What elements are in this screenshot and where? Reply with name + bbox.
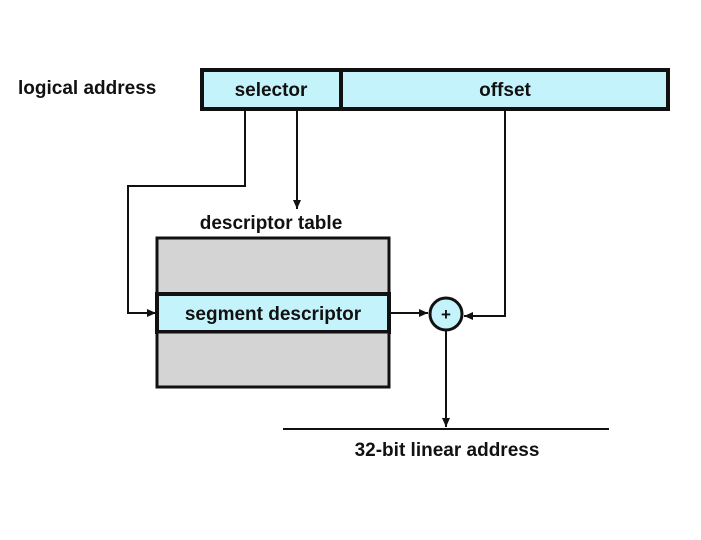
descriptor-table-bottom-row bbox=[155, 330, 391, 389]
adder-symbol: + bbox=[441, 305, 451, 324]
descriptor-table-label: descriptor table bbox=[200, 213, 343, 234]
offset-field bbox=[339, 68, 670, 111]
adder: + bbox=[428, 296, 464, 332]
linear-address-label: 32-bit linear address bbox=[355, 440, 540, 461]
segment-descriptor-row bbox=[155, 292, 391, 334]
offset-to-adder-path bbox=[464, 110, 506, 320]
descriptor-table-top-row bbox=[155, 236, 391, 296]
logical-address-register: selector offset bbox=[200, 68, 670, 111]
selector-to-descriptor-path bbox=[127, 110, 246, 317]
logical-address-label: logical address bbox=[18, 78, 156, 99]
descriptor-table: segment descriptor bbox=[155, 236, 391, 389]
adder-circle bbox=[428, 296, 464, 332]
offset-label: offset bbox=[479, 80, 531, 101]
selector-field bbox=[200, 68, 343, 111]
selector-label: selector bbox=[235, 80, 308, 101]
segment-descriptor-label: segment descriptor bbox=[185, 304, 362, 325]
